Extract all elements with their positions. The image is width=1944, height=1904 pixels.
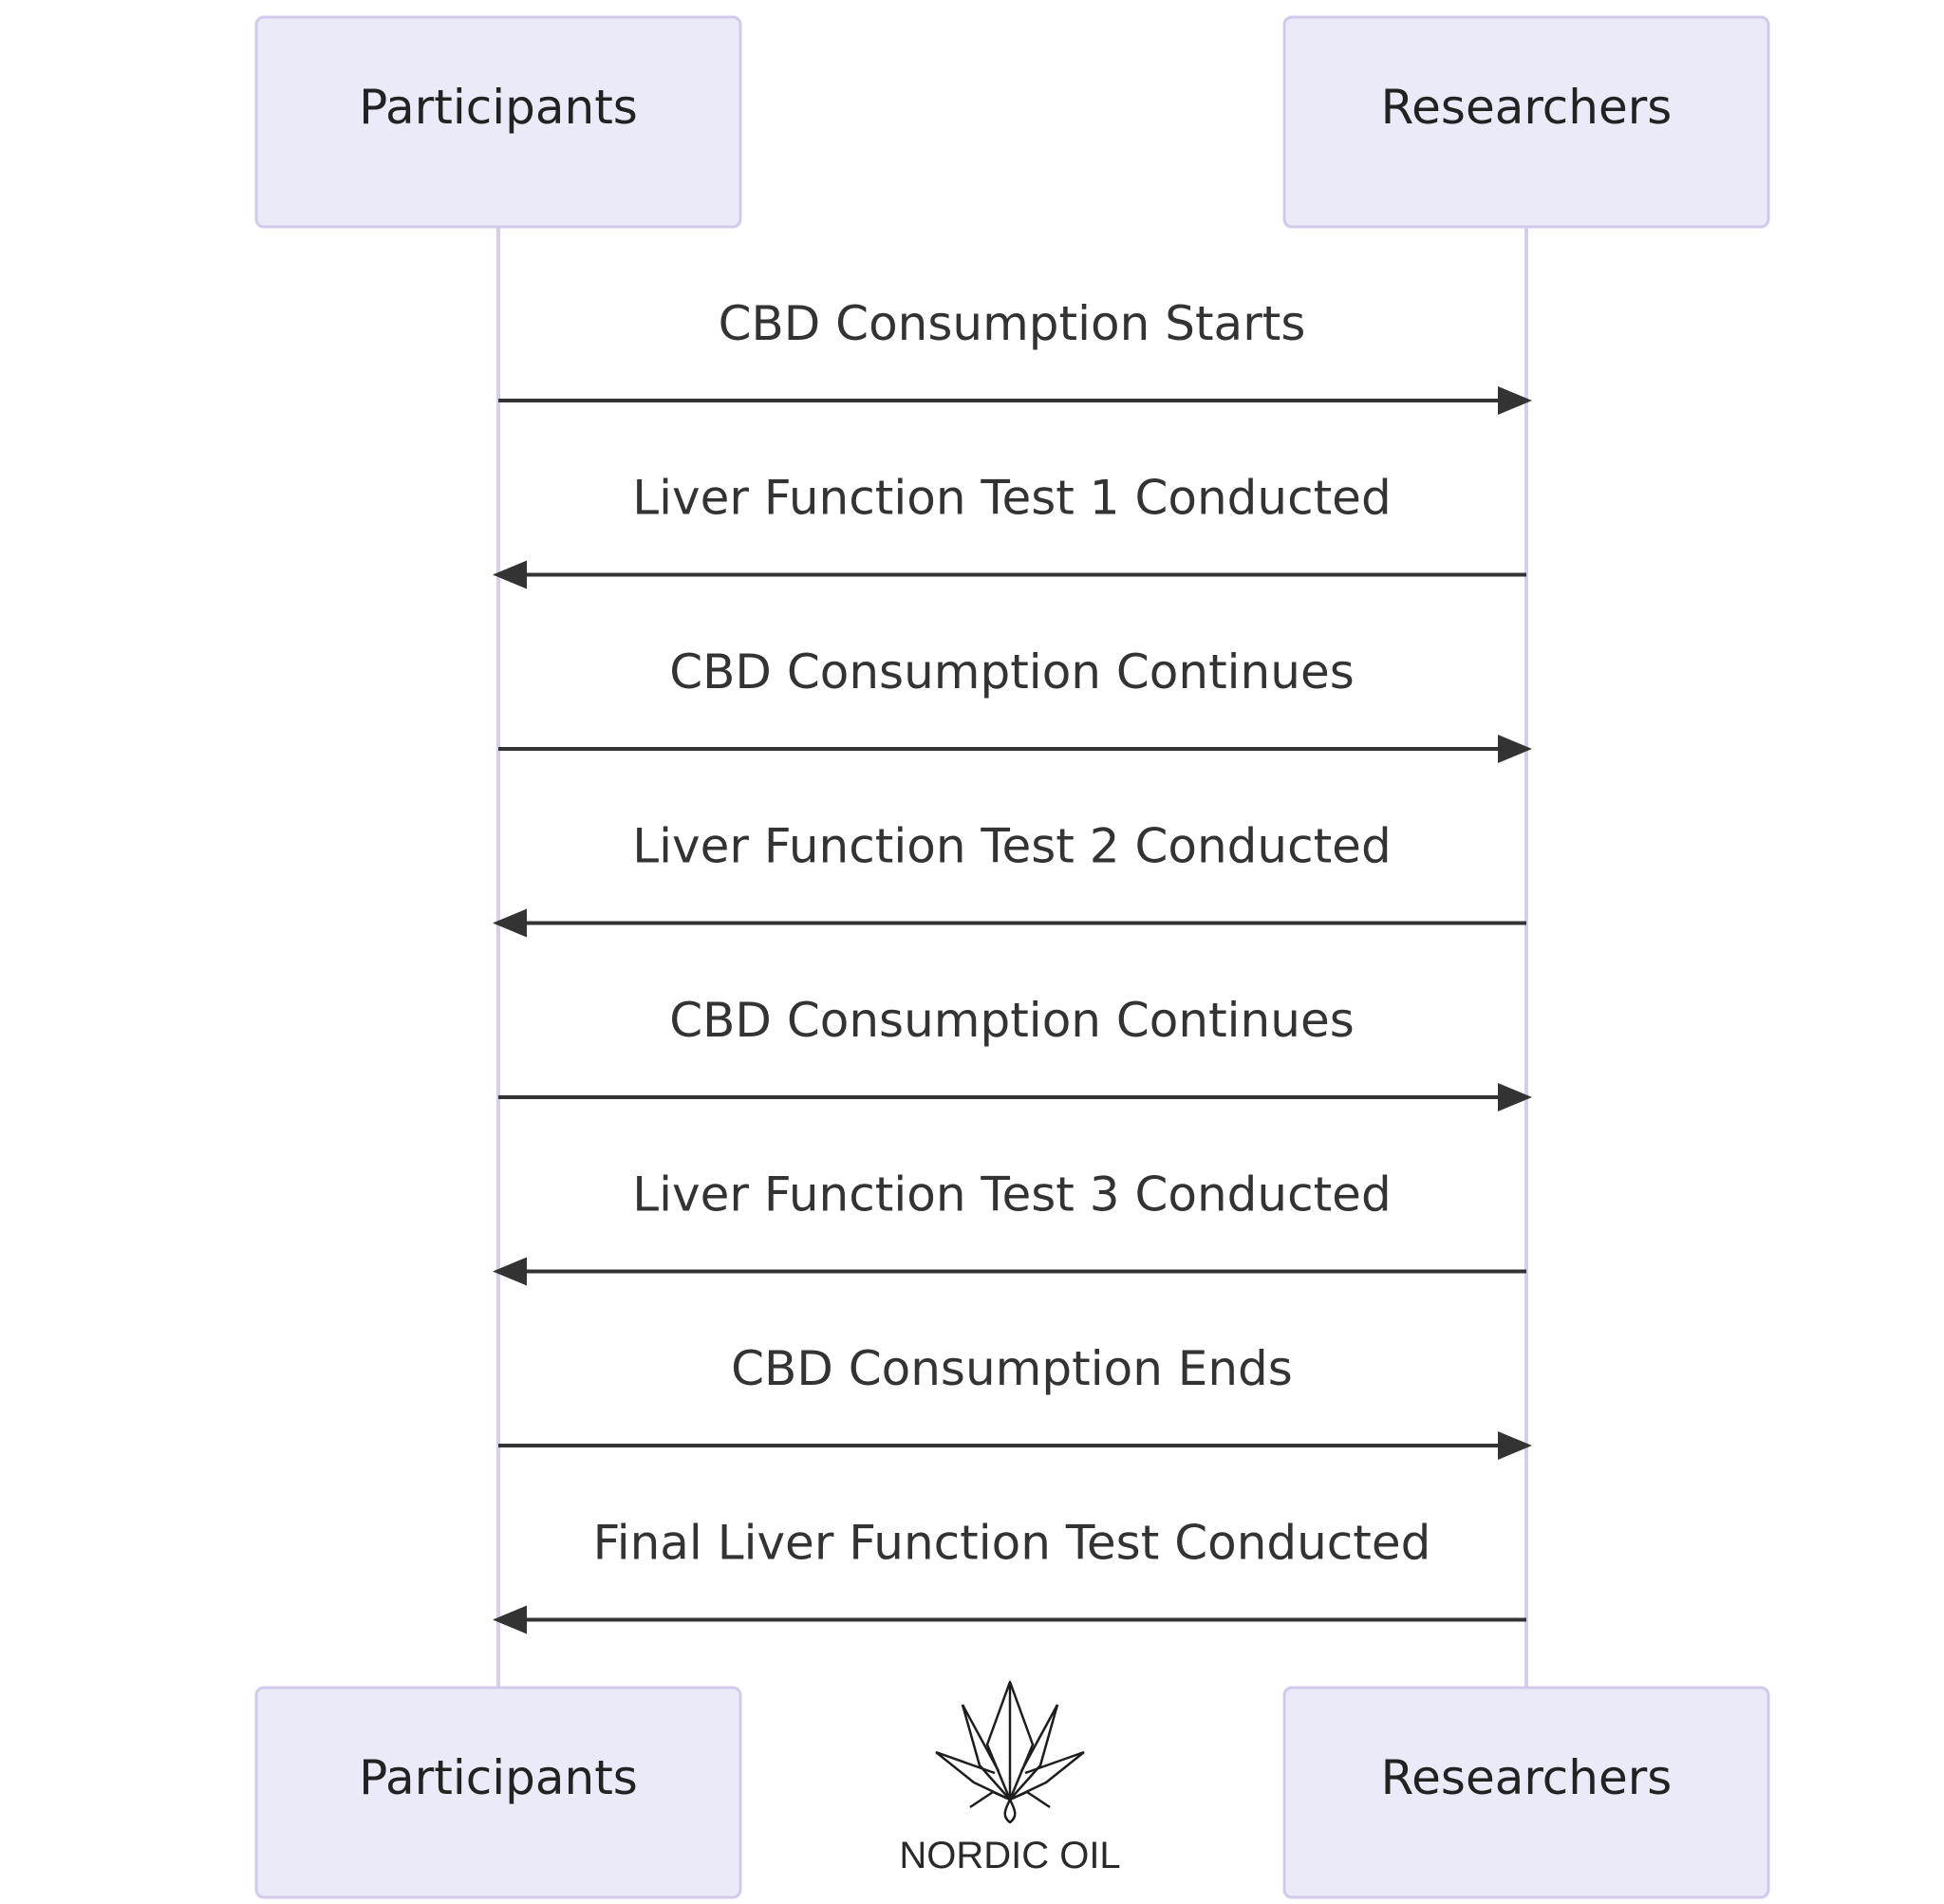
participants-label-bottom: Participants bbox=[359, 1750, 638, 1805]
message-label: Liver Function Test 3 Conducted bbox=[632, 1167, 1391, 1223]
nordic-oil-logo: NORDIC OIL bbox=[899, 1680, 1121, 1876]
arrowhead bbox=[1498, 1083, 1532, 1111]
message-3: CBD Consumption Continues bbox=[498, 644, 1532, 763]
arrowhead bbox=[493, 1605, 527, 1634]
message-4: Liver Function Test 2 Conducted bbox=[493, 819, 1526, 938]
message-label: Liver Function Test 1 Conducted bbox=[632, 471, 1391, 526]
message-label: Liver Function Test 2 Conducted bbox=[632, 819, 1391, 874]
researchers-label-bottom: Researchers bbox=[1381, 1750, 1673, 1805]
arrowhead bbox=[493, 560, 527, 589]
message-5: CBD Consumption Continues bbox=[498, 993, 1532, 1111]
researchers-label-top: Researchers bbox=[1381, 80, 1673, 135]
logo-text: NORDIC OIL bbox=[899, 1835, 1120, 1876]
message-label: CBD Consumption Starts bbox=[719, 296, 1306, 351]
message-label: CBD Consumption Continues bbox=[669, 993, 1355, 1048]
researchers-actor-bottom: Researchers bbox=[1282, 1686, 1770, 1899]
arrowhead bbox=[1498, 386, 1532, 415]
researchers-actor-top: Researchers bbox=[1282, 15, 1770, 229]
leaf-logo-icon bbox=[935, 1680, 1085, 1824]
arrowhead bbox=[493, 908, 527, 938]
message-7: CBD Consumption Ends bbox=[498, 1341, 1532, 1460]
message-label: CBD Consumption Ends bbox=[731, 1341, 1293, 1396]
arrowhead bbox=[493, 1257, 527, 1286]
message-6: Liver Function Test 3 Conducted bbox=[493, 1167, 1526, 1286]
participants-actor-bottom: Participants bbox=[254, 1686, 742, 1899]
participants-actor-top: Participants bbox=[254, 15, 742, 229]
arrowhead bbox=[1498, 1431, 1532, 1460]
message-1: CBD Consumption Starts bbox=[498, 296, 1532, 415]
participants-label-top: Participants bbox=[359, 80, 638, 135]
arrowhead bbox=[1498, 735, 1532, 763]
message-8: Final Liver Function Test Conducted bbox=[493, 1516, 1526, 1634]
message-2: Liver Function Test 1 Conducted bbox=[493, 471, 1526, 589]
message-label: CBD Consumption Continues bbox=[669, 644, 1355, 700]
message-label: Final Liver Function Test Conducted bbox=[593, 1516, 1431, 1571]
